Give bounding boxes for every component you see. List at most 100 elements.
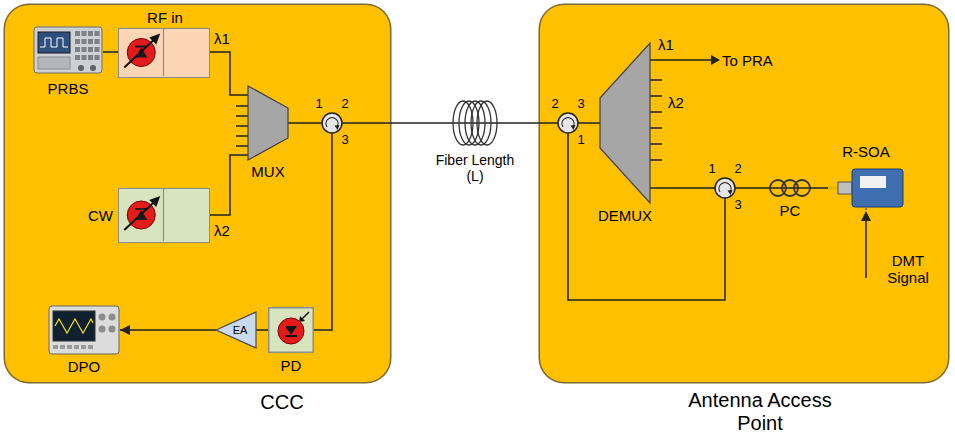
device-label: DPO — [68, 358, 101, 375]
instrument-key — [82, 31, 87, 36]
scope-button — [67, 345, 72, 349]
drive-arrow-line — [865, 221, 867, 278]
tuning-arrow — [124, 39, 155, 68]
signal-label: λ2 — [214, 222, 230, 239]
demux-output-stub — [650, 159, 662, 161]
mux-input-stub — [236, 105, 248, 107]
mux-input-stub — [236, 115, 248, 117]
fiber-connector — [838, 182, 852, 194]
input-label: RF in — [147, 9, 183, 26]
instrument-key — [95, 47, 100, 52]
scope-knob — [109, 326, 116, 333]
box-divider — [163, 29, 164, 76]
demux-output-stub — [650, 127, 662, 129]
instrument-key — [75, 47, 80, 52]
instrument-key — [82, 39, 87, 44]
module-pin — [865, 207, 867, 210]
port-stub — [578, 122, 588, 124]
signal-label: λ2 — [668, 94, 684, 111]
circulator-arrow-head — [728, 190, 733, 195]
circulator-symbol — [715, 178, 735, 198]
module-body — [852, 169, 903, 207]
port-number: 3 — [341, 133, 348, 148]
instrument-key — [95, 31, 100, 36]
fiber-link — [352, 122, 433, 124]
circulator: 123 — [312, 97, 352, 149]
scope-knob — [109, 314, 116, 321]
fiber-link — [568, 149, 725, 300]
instrument-screen — [38, 32, 70, 53]
rsoa-module: R-SOA — [828, 166, 904, 210]
fiber-link — [588, 122, 600, 124]
laser-source-art — [119, 189, 208, 241]
port-number: 1 — [315, 97, 322, 112]
device-label: PRBS — [48, 80, 89, 97]
scope-body — [49, 306, 119, 354]
detector-box — [269, 308, 314, 353]
instrument-key — [88, 31, 93, 36]
scope-trace — [55, 319, 93, 333]
instrument-key — [82, 47, 87, 52]
mux-trapezoid-art — [248, 86, 288, 160]
laser-source: RF in — [118, 28, 210, 78]
scope-button — [74, 345, 79, 349]
scope-screen — [53, 311, 95, 341]
instrument-key — [88, 39, 93, 44]
light-arrow — [302, 312, 309, 319]
mux-trapezoid: MUX — [248, 86, 288, 184]
site-name: CCC — [260, 391, 303, 414]
port-stub — [342, 122, 352, 124]
oscilloscope-art — [48, 305, 120, 355]
fiber-link — [812, 187, 828, 189]
instrument-key — [75, 31, 80, 36]
mux-shape — [248, 86, 288, 160]
fiber-line — [768, 187, 812, 189]
oscilloscope: DPO — [48, 305, 120, 380]
device-label: PD — [281, 357, 302, 374]
fiber-link — [288, 122, 312, 124]
signal-label: DMT Signal — [878, 252, 938, 287]
instrument-knob — [90, 65, 96, 71]
circulator-symbol — [322, 113, 342, 133]
light-arrow-head — [299, 316, 305, 322]
screen-trace — [40, 38, 68, 47]
port-stub — [705, 187, 715, 189]
instrument-panel — [38, 57, 70, 69]
port-number: 1 — [577, 133, 584, 148]
port-stub — [724, 198, 726, 214]
port-stub — [548, 122, 558, 124]
instrument-key — [75, 39, 80, 44]
fiber-link — [210, 52, 248, 95]
pattern-generator-art — [33, 25, 103, 75]
fiber-link — [745, 187, 768, 189]
box-divider — [163, 189, 164, 241]
scope-button — [81, 345, 86, 349]
output-arrow-head — [711, 55, 720, 65]
fiber-loop — [477, 101, 497, 145]
port-number: 3 — [734, 198, 741, 213]
scope-knob — [99, 326, 106, 333]
scope-button — [88, 345, 93, 349]
diode-symbol — [285, 326, 297, 335]
site-panel: PRBSRF inCWMUX123PDEADPOCCC — [5, 5, 390, 382]
fiber-label: Fiber Length (L) — [433, 152, 517, 184]
tuning-arrow-head — [149, 34, 160, 45]
output-arrow-line — [650, 59, 712, 61]
pattern-generator: PRBS — [33, 25, 103, 100]
diode-bar — [285, 335, 297, 337]
circulator: 231 — [548, 97, 588, 149]
circulator-arrow-head — [571, 125, 576, 130]
fiber-loop — [465, 101, 485, 145]
device-label: R-SOA — [842, 143, 890, 160]
demux-output-stub — [650, 143, 662, 145]
fiber-link — [120, 329, 216, 331]
demux-shape — [600, 43, 650, 203]
demux-trapezoid: DEMUX — [600, 43, 650, 227]
fiber-spool: Fiber Length (L) — [433, 98, 517, 188]
demux-output-stubs — [650, 80, 662, 160]
instrument-key — [82, 55, 87, 60]
photodiode: PD — [268, 307, 314, 375]
fiber-link — [314, 149, 332, 330]
mux-input-stub — [236, 125, 248, 127]
